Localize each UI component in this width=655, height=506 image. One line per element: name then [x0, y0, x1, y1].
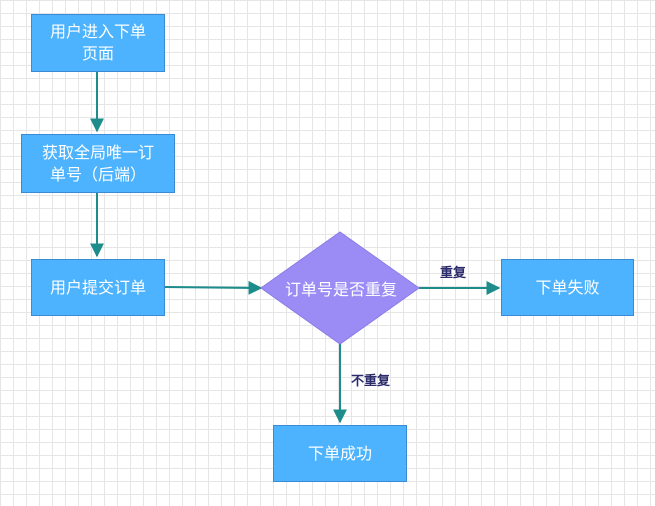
node-submit-order-label: 用户提交订单 — [49, 277, 146, 297]
node-order-fail[interactable]: 下单失败 — [501, 259, 634, 316]
node-get-order-id[interactable]: 获取全局唯一订 单号（后端） — [21, 134, 175, 193]
node-submit-order[interactable]: 用户提交订单 — [31, 259, 165, 316]
connector-submit-to-decision — [164, 280, 263, 295]
node-order-fail-label: 下单失败 — [535, 277, 600, 297]
decision-label: 订单号是否重复 — [284, 280, 397, 299]
edge-label-not-duplicate: 不重复 — [351, 374, 391, 389]
node-get-order-id-label: 获取全局唯一订 单号（后端） — [41, 142, 154, 184]
edge-label-duplicate: 重复 — [440, 266, 467, 281]
node-enter-order-page-label: 用户进入下单 页面 — [49, 22, 146, 63]
node-order-success-label: 下单成功 — [307, 443, 372, 463]
node-enter-order-page[interactable]: 用户进入下单 页面 — [31, 14, 165, 72]
node-order-success[interactable]: 下单成功 — [273, 425, 407, 482]
decision-diamond[interactable] — [260, 231, 420, 345]
